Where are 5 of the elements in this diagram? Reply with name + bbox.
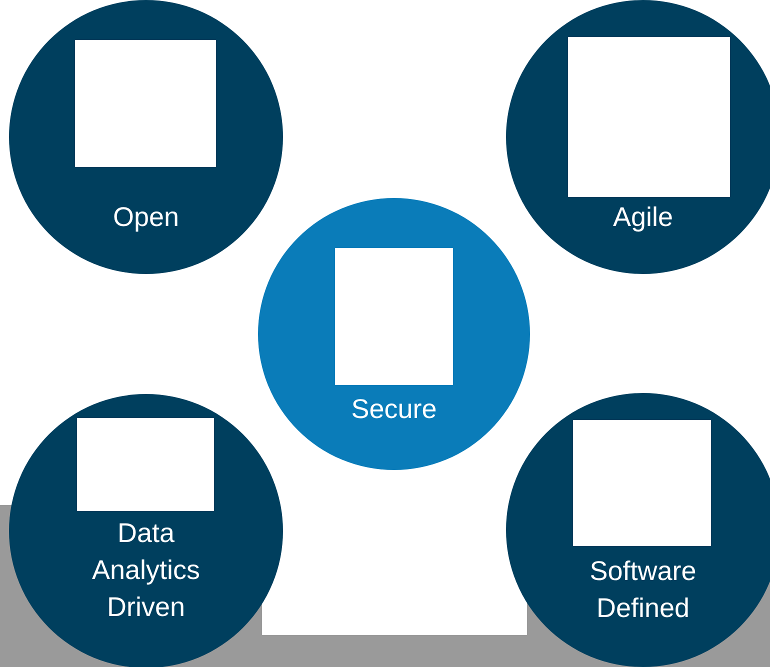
node-label: Secure xyxy=(350,393,438,426)
node-label: Software Defined xyxy=(588,555,698,625)
node-label: Data Analytics Driven xyxy=(90,517,202,624)
node-label: Agile xyxy=(612,201,674,234)
node-label: Open xyxy=(112,201,180,234)
